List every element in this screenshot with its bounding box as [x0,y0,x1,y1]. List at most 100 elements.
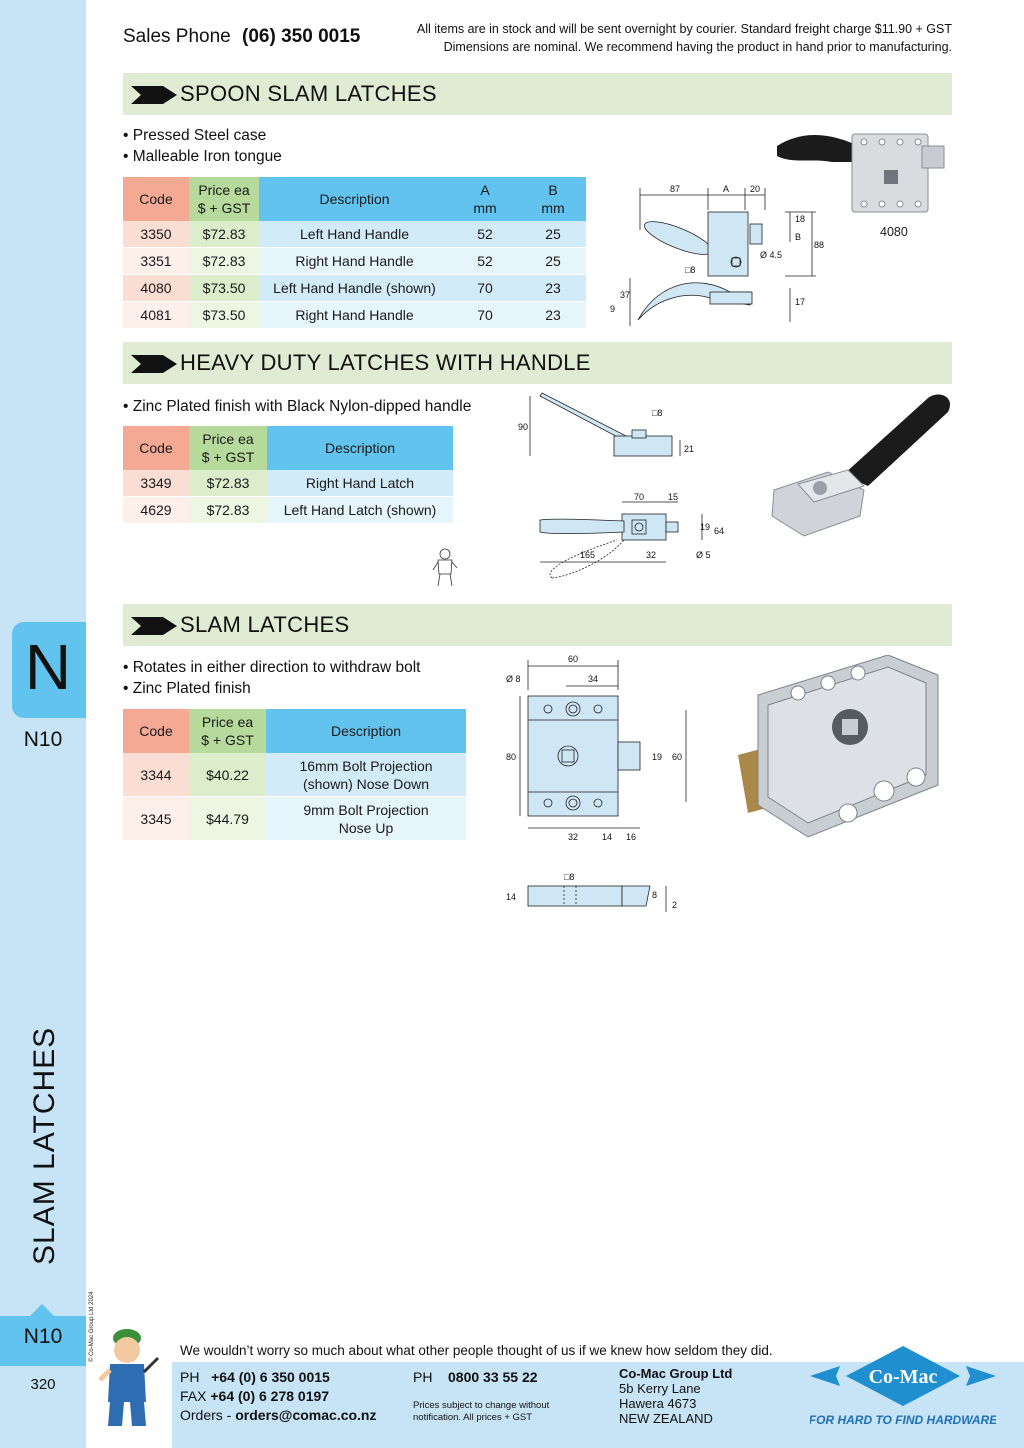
photo-caption: 4080 [880,225,908,239]
cell-code: 3351 [123,248,189,275]
table-row[interactable]: 3351 $72.83 Right Hand Handle 52 25 [123,248,586,275]
cell-description: 16mm Bolt Projection(shown) Nose Down [266,753,466,797]
section-tab [12,622,86,718]
comac-logo: Co-Mac FOR HARD TO FIND HARDWARE [810,1346,996,1427]
col-header-code: Code [123,709,189,753]
cell-b: 25 [520,221,586,248]
logo-text: Co-Mac [869,1366,938,1388]
header-note: All items are in stock and will be sent … [417,20,952,56]
section-banner-spoon: SPOON SLAM LATCHES [123,73,952,115]
product-photo-3344 [738,655,939,838]
header-note-line: Dimensions are nominal. We recommend hav… [443,40,952,54]
col-header-code: Code [123,177,189,221]
arrow-icon [131,617,177,635]
dim-label: 15 [668,492,678,502]
cell-description: Left Hand Handle [259,221,450,248]
dim-label: 64 [714,526,724,536]
section-tab-code: N10 [23,728,63,751]
bullet-item: • Rotates in either direction to withdra… [123,659,421,676]
dim-label: 14 [506,892,516,902]
address-line: NEW ZEALAND [619,1411,713,1426]
ph-label: PH [180,1369,200,1385]
section-title: SPOON SLAM LATCHES [180,81,437,106]
bullet-item: • Zinc Plated finish with Black Nylon-di… [123,398,472,415]
cell-code: 3350 [123,221,189,248]
dim-label: 20 [750,184,760,194]
dim-label: 16 [626,832,636,842]
company-address: Co-Mac Group Ltd 5b Kerry Lane Hawera 46… [619,1366,732,1426]
dim-label: 60 [568,654,578,664]
table-row[interactable]: 3349 $72.83 Right Hand Latch [123,470,453,497]
cell-code: 3345 [123,797,189,841]
ph2-number[interactable]: 0800 33 55 22 [448,1369,538,1385]
bottom-tab-code: N10 [23,1325,63,1348]
address-line: Hawera 4673 [619,1396,697,1411]
dim-label: 9 [610,304,615,314]
bullet-list: • Zinc Plated finish with Black Nylon-di… [123,396,471,417]
cell-description: Right Hand Latch [267,470,453,497]
product-photo-4080 [777,133,945,213]
dim-label: 18 [795,214,805,224]
table-row[interactable]: 4081 $73.50 Right Hand Handle 70 23 [123,302,586,329]
cell-b: 25 [520,248,586,275]
dim-label: 8 [652,890,657,900]
page-number: 320 [30,1376,56,1393]
sales-phone-label: Sales Phone [123,26,231,47]
cell-code: 3344 [123,753,189,797]
price-table-heavy-duty: Code Price ea$ + GST Description 3349 $7… [123,426,453,524]
col-header-price: Price ea$ + GST [189,177,259,221]
product-photo-4629 [771,394,950,537]
cell-a: 52 [450,248,520,275]
table-row[interactable]: 4629 $72.83 Left Hand Latch (shown) [123,497,453,524]
dim-label: 90 [518,422,528,432]
sales-phone-number[interactable]: (06) 350 0015 [242,26,361,47]
cell-description: Right Hand Handle [259,302,450,329]
dim-label: 21 [684,444,694,454]
dim-label: 2 [672,900,677,910]
dim-label: 37 [620,290,630,300]
sidebar [0,0,86,1448]
mascot-small-icon [432,548,458,587]
dim-label: 14 [602,832,612,842]
bullet-item: • Zinc Plated finish [123,680,251,697]
col-header-price: Price ea$ + GST [189,426,267,470]
dim-label: □8 [564,872,574,882]
dim-label: □8 [685,265,695,275]
section-title: HEAVY DUTY LATCHES WITH HANDLE [180,350,591,375]
cell-price: $72.83 [189,497,267,524]
table-row[interactable]: 3350 $72.83 Left Hand Handle 52 25 [123,221,586,248]
table-row[interactable]: 4080 $73.50 Left Hand Handle (shown) 70 … [123,275,586,302]
footer-freephone: PH 0800 33 55 22 [413,1368,538,1387]
col-header-description: Description [267,426,453,470]
dim-label: B [795,232,801,242]
orders-email[interactable]: orders@comac.co.nz [235,1407,377,1423]
cell-description: Left Hand Latch (shown) [267,497,453,524]
table-row[interactable]: 3344 $40.22 16mm Bolt Projection(shown) … [123,753,466,797]
section-tab-letter: N [24,631,72,703]
logo-tagline: FOR HARD TO FIND HARDWARE [810,1413,996,1427]
dim-label: 70 [634,492,644,502]
cell-price: $40.22 [189,753,266,797]
dim-label: Ø 5 [696,550,711,560]
dim-label: 80 [506,752,516,762]
bullet-list: • Rotates in either direction to withdra… [123,657,421,699]
slam-latch-drawing: 60 Ø 8 34 80 19 60 32 14 16 □8 14 8 2 [506,654,687,912]
cell-price: $44.79 [189,797,266,841]
cell-b: 23 [520,302,586,329]
dim-label: 88 [814,240,824,250]
ph-number[interactable]: +64 (0) 6 350 0015 [211,1369,330,1385]
arrow-icon [131,355,177,373]
bottom-tab [0,1304,86,1366]
spoon-latch-drawing: 87 A 20 18 B 88 □8 Ø 4.5 37 9 17 [610,184,824,326]
dim-label: 87 [670,184,680,194]
cell-price: $72.83 [189,221,259,248]
cell-a: 52 [450,221,520,248]
section-banner-heavy-duty: HEAVY DUTY LATCHES WITH HANDLE [123,342,952,384]
company-name: Co-Mac Group Ltd [619,1366,733,1381]
footer-quote: We wouldn’t worry so much about what oth… [180,1343,773,1358]
cell-a: 70 [450,275,520,302]
